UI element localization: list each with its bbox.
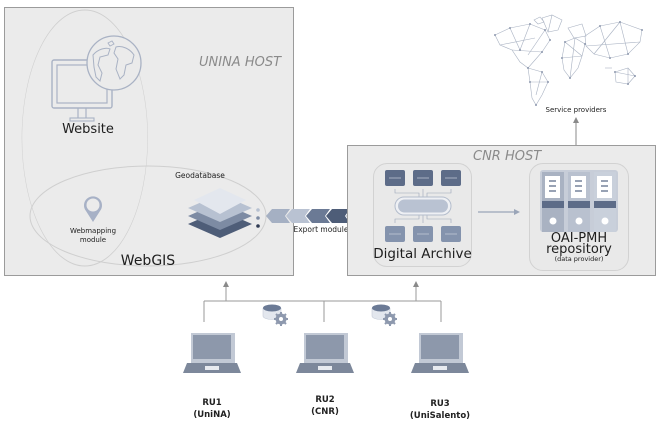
archive-to-repository-arrow (478, 209, 520, 215)
database-gear-icon (371, 304, 397, 326)
export-module-label: Export module (293, 225, 349, 234)
digital-archive-icon (385, 170, 461, 242)
ru3-label: RU3 (UniSalento) (402, 398, 478, 422)
ru3-id: RU3 (430, 399, 450, 409)
cnr-host-title: CNR HOST (473, 149, 542, 164)
bus-to-unina-arrowhead (223, 281, 229, 287)
cnr-to-service-arrowhead (573, 117, 579, 123)
oai-pmh-line2: repository (546, 242, 612, 257)
laptop-icon-ru1 (183, 333, 241, 373)
laptop-icon-ru2 (296, 333, 354, 373)
digital-archive-label: Digital Archive (373, 246, 472, 262)
service-providers-label: Service providers (545, 106, 607, 114)
world-network-map-icon (494, 14, 643, 106)
ru2-label: RU2 (CNR) (295, 394, 355, 418)
website-ellipse (21, 9, 148, 267)
webgis-label: WebGIS (120, 253, 176, 269)
map-pin-icon (84, 196, 102, 222)
geodatabase-layers-icon (188, 188, 260, 238)
oai-pmh-line3: (data provider) (554, 255, 604, 263)
website-monitor-globe-icon (51, 35, 142, 122)
bus-to-cnr-arrowhead (413, 281, 419, 287)
geodatabase-label: Geodatabase (175, 171, 225, 180)
webmapping-module-label: Webmapping module (58, 227, 128, 245)
repository-binders-icon (540, 170, 618, 232)
unina-host-box (4, 7, 294, 276)
ru1-org: (UniNA) (193, 410, 231, 420)
ru1-id: RU1 (202, 398, 222, 408)
oai-pmh-label: OAI-PMH repository (data provider) (529, 231, 629, 264)
ru2-org: (CNR) (311, 407, 339, 417)
ru2-id: RU2 (315, 395, 335, 405)
database-gear-icon (262, 304, 288, 326)
webmapping-line1: Webmapping (69, 227, 117, 235)
webmapping-line2: module (79, 236, 107, 244)
laptop-icon-ru3 (411, 333, 469, 373)
website-label: Website (62, 122, 114, 137)
ru1-label: RU1 (UniNA) (182, 397, 242, 421)
oai-pmh-line1: OAI-PMH (550, 231, 608, 246)
unina-host-title: UNINA HOST (199, 55, 282, 70)
ru3-org: (UniSalento) (409, 411, 471, 421)
